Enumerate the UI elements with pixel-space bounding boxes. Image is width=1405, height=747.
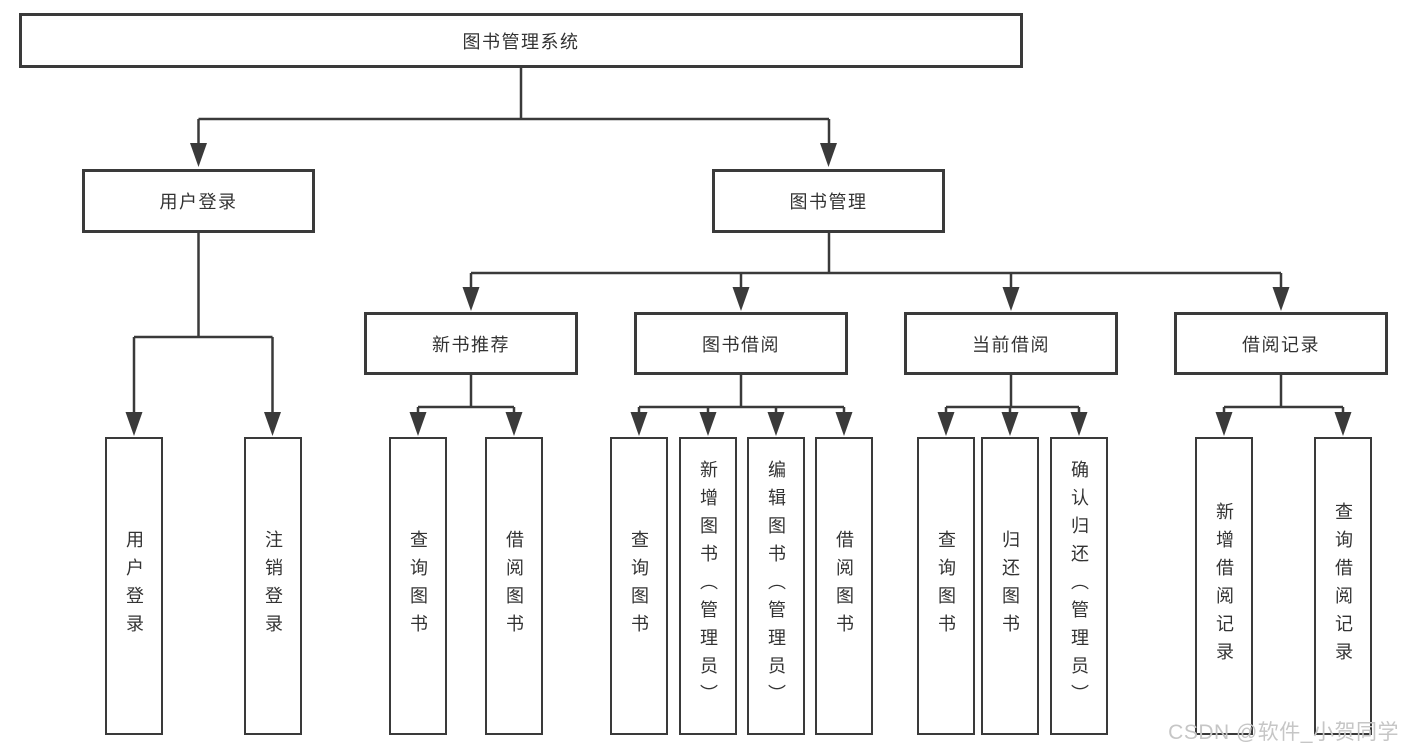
leaf-edit-book-admin: 编辑图书（管理员）	[747, 437, 805, 735]
node-borrow-records: 借阅记录	[1174, 312, 1388, 375]
leaf-borrow-books-recommend: 借阅图书	[485, 437, 543, 735]
leaf-add-borrow-record: 新增借阅记录	[1195, 437, 1253, 735]
leaf-add-book-admin: 新增图书（管理员）	[679, 437, 737, 735]
leaf-query-books-current: 查询图书	[917, 437, 975, 735]
node-book-management: 图书管理	[712, 169, 945, 233]
leaf-logout: 注销登录	[244, 437, 302, 735]
leaf-query-books-borrow: 查询图书	[610, 437, 668, 735]
node-library-management-system: 图书管理系统	[19, 13, 1023, 68]
leaf-query-borrow-record: 查询借阅记录	[1314, 437, 1372, 735]
leaf-confirm-return-admin: 确认归还（管理员）	[1050, 437, 1108, 735]
node-new-book-recommend: 新书推荐	[364, 312, 578, 375]
leaf-return-book: 归还图书	[981, 437, 1039, 735]
watermark: CSDN @软件_小贺同学	[1168, 721, 1399, 744]
node-book-borrow: 图书借阅	[634, 312, 848, 375]
leaf-user-login: 用户登录	[105, 437, 163, 735]
leaf-borrow-books: 借阅图书	[815, 437, 873, 735]
leaf-query-books-recommend: 查询图书	[389, 437, 447, 735]
node-current-borrow: 当前借阅	[904, 312, 1118, 375]
node-user-login: 用户登录	[82, 169, 315, 233]
